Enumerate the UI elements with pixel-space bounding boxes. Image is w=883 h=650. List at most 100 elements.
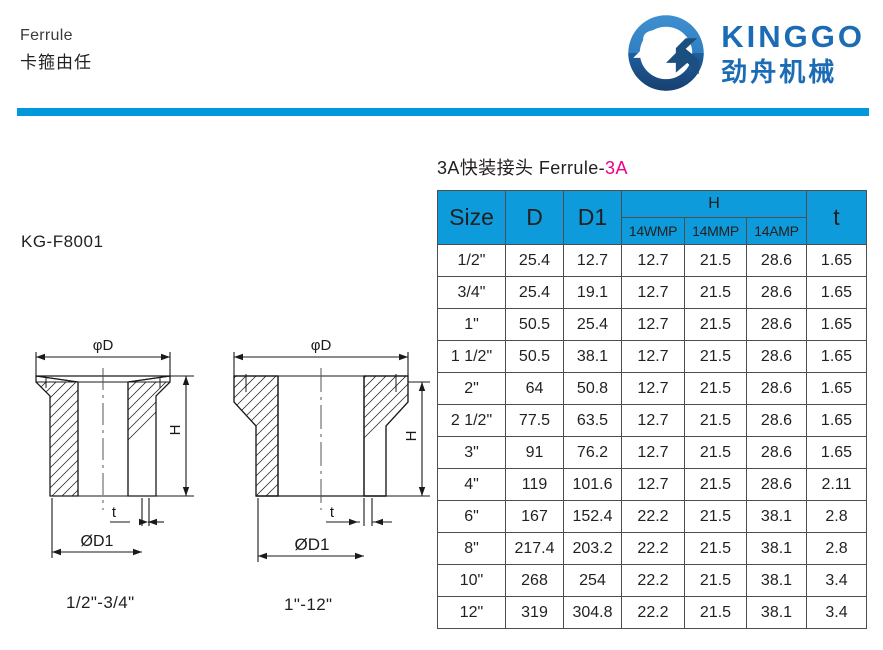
table-header-row-2: 14WMP 14MMP 14AMP — [438, 217, 867, 245]
technical-drawings: φD H t ØD1 1/2"-3/4" — [0, 330, 440, 630]
cell-d: 25.4 — [505, 276, 564, 309]
cell-size: 8" — [437, 532, 506, 565]
cell-t: 1.65 — [806, 244, 867, 277]
cell-h3: 28.6 — [746, 276, 807, 309]
cell-h1: 12.7 — [621, 372, 685, 405]
cell-d1: 152.4 — [563, 500, 622, 533]
cell-h3: 38.1 — [746, 564, 807, 597]
cell-d: 119 — [505, 468, 564, 501]
column-header-h-14wmp: 14WMP — [621, 217, 685, 245]
svg-text:ØD1: ØD1 — [81, 533, 114, 550]
cell-h3: 28.6 — [746, 244, 807, 277]
cell-d1: 19.1 — [563, 276, 622, 309]
cell-d1: 50.8 — [563, 372, 622, 405]
cell-d1: 63.5 — [563, 404, 622, 437]
column-header-d1: D1 — [563, 190, 622, 245]
cell-h1: 22.2 — [621, 532, 685, 565]
large-ferrule-section-svg: φD H t ØD1 — [233, 337, 430, 562]
product-title-cn: 卡箍由任 — [20, 53, 92, 72]
cell-d: 268 — [505, 564, 564, 597]
cell-d: 25.4 — [505, 244, 564, 277]
cell-t: 1.65 — [806, 340, 867, 373]
svg-text:φD: φD — [93, 337, 114, 354]
cell-h1: 12.7 — [621, 276, 685, 309]
column-header-size: Size — [437, 190, 506, 245]
brand-name-cn: 劲舟机械 — [721, 57, 838, 87]
cell-h3: 38.1 — [746, 532, 807, 565]
table-header-row-1: Size D D1 H t — [437, 190, 867, 245]
cell-d1: 12.7 — [563, 244, 622, 277]
cell-d: 167 — [505, 500, 564, 533]
cell-d: 319 — [505, 596, 564, 629]
brand-name-latin: KINGGO — [721, 19, 865, 54]
cell-h2: 21.5 — [684, 532, 747, 565]
table-title: 3A快装接头 Ferrule-3A — [437, 154, 628, 180]
svg-text:t: t — [330, 504, 335, 521]
cell-size: 1" — [437, 308, 506, 341]
cell-h1: 22.2 — [621, 596, 685, 629]
product-title-block: Ferrule 卡箍由任 — [20, 24, 92, 76]
cell-h2: 21.5 — [684, 596, 747, 629]
cell-t: 3.4 — [806, 564, 867, 597]
cell-h1: 12.7 — [621, 340, 685, 373]
cell-t: 1.65 — [806, 308, 867, 341]
cell-h3: 28.6 — [746, 436, 807, 469]
svg-text:H: H — [167, 425, 184, 436]
cell-d1: 254 — [563, 564, 622, 597]
cell-h1: 12.7 — [621, 436, 685, 469]
cell-t: 3.4 — [806, 596, 867, 629]
cell-h2: 21.5 — [684, 500, 747, 533]
cell-h3: 38.1 — [746, 500, 807, 533]
cell-t: 1.65 — [806, 436, 867, 469]
cell-d: 64 — [505, 372, 564, 405]
column-header-h-group: H — [621, 190, 807, 218]
drawing-large-ferrule-caption: 1"-12" — [284, 595, 333, 614]
table-title-en: Ferrule- — [538, 158, 606, 178]
cell-size: 2 1/2" — [437, 404, 506, 437]
cell-h3: 28.6 — [746, 404, 807, 437]
specification-table: Size D D1 H t 14WMP 14MMP 14AMP 1/2"25.4… — [437, 190, 867, 629]
cell-d1: 101.6 — [563, 468, 622, 501]
cell-h2: 21.5 — [684, 340, 747, 373]
cell-size: 12" — [437, 596, 506, 629]
cell-h3: 38.1 — [746, 596, 807, 629]
cell-h2: 21.5 — [684, 404, 747, 437]
cell-d: 91 — [505, 436, 564, 469]
cell-d: 50.5 — [505, 308, 564, 341]
brand-wordmark: KINGGO 劲舟机械 — [721, 21, 865, 85]
svg-text:ØD1: ØD1 — [295, 535, 330, 554]
cell-h3: 28.6 — [746, 372, 807, 405]
cell-h2: 21.5 — [684, 308, 747, 341]
cell-h3: 28.6 — [746, 340, 807, 373]
small-ferrule-section-svg: φD H t ØD1 — [35, 337, 194, 558]
cell-h2: 21.5 — [684, 372, 747, 405]
cell-h2: 21.5 — [684, 436, 747, 469]
page-header: Ferrule 卡箍由任 KINGGO 劲舟机械 — [0, 0, 883, 120]
cell-h2: 21.5 — [684, 244, 747, 277]
cell-t: 2.8 — [806, 500, 867, 533]
cell-h2: 21.5 — [684, 564, 747, 597]
product-title-en: Ferrule — [20, 27, 73, 44]
cell-h2: 21.5 — [684, 276, 747, 309]
cell-h1: 22.2 — [621, 500, 685, 533]
cell-d1: 304.8 — [563, 596, 622, 629]
drawing-small-ferrule-caption: 1/2"-3/4" — [66, 593, 135, 612]
cell-h2: 21.5 — [684, 468, 747, 501]
column-header-h-14amp: 14AMP — [746, 217, 807, 245]
cell-d1: 38.1 — [563, 340, 622, 373]
cell-size: 4" — [437, 468, 506, 501]
cell-size: 6" — [437, 500, 506, 533]
kinggo-logo-icon — [628, 15, 704, 91]
svg-text:H: H — [403, 431, 420, 442]
table-title-cn: 3A快装接头 — [437, 158, 539, 178]
header-divider-bar — [17, 108, 869, 116]
